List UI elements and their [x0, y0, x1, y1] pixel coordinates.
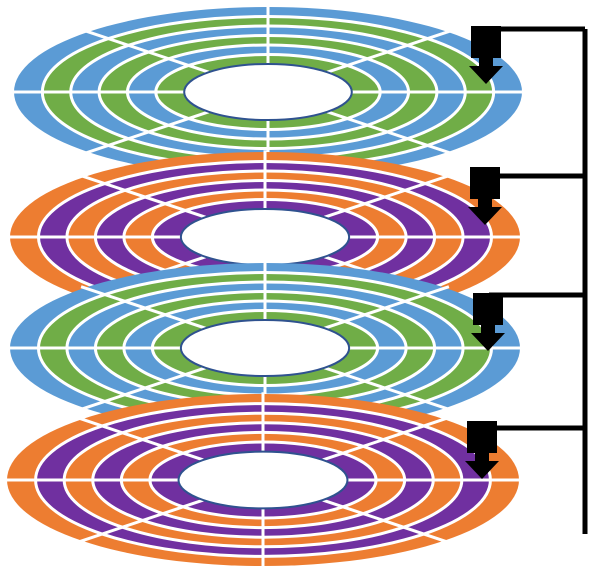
platter-4	[1, 392, 525, 568]
read-write-head-1	[471, 26, 501, 58]
platter-1-sector-line-8	[326, 29, 452, 74]
actuator-assembly	[465, 26, 588, 534]
platter-4-sector-line-4	[77, 498, 204, 544]
platter-1-sector-line-6	[84, 29, 210, 74]
head-pointer-arrow-icon-2	[468, 199, 502, 225]
platter-4-spindle-hole	[177, 450, 349, 510]
read-write-head-4	[467, 421, 497, 453]
platter-3-sector-line-4	[80, 366, 206, 411]
platters-group	[1, 5, 528, 568]
platter-1-spindle-hole	[183, 62, 353, 122]
head-pointer-arrow-icon-4	[465, 453, 499, 479]
platter-3	[4, 261, 526, 435]
platter-1-sector-line-2	[326, 110, 452, 155]
platter-4-sector-line-8	[322, 416, 449, 462]
platter-4-sector-line-6	[77, 416, 204, 462]
platter-3-sector-line-8	[324, 285, 450, 330]
platter-2-spindle-hole	[179, 207, 351, 267]
platter-1-sector-line-4	[84, 110, 210, 155]
read-write-head-2	[470, 167, 500, 199]
head-pointer-arrow-icon-1	[469, 58, 503, 84]
platter-2-sector-line-8	[324, 174, 450, 219]
platter-3-sector-line-2	[324, 366, 450, 411]
head-pointer-arrow-icon-3	[471, 325, 505, 351]
platter-3-spindle-hole	[179, 318, 351, 378]
platter-4-sector-line-2	[322, 498, 449, 544]
read-write-head-3	[473, 293, 503, 325]
platter-3-sector-line-6	[80, 285, 206, 330]
platter-2-sector-line-6	[80, 174, 206, 219]
